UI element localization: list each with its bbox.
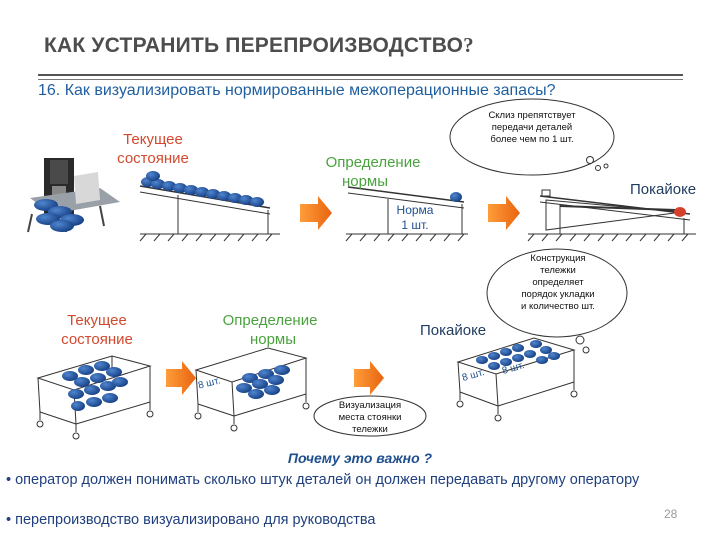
bottom-middle-cloud-text: Визуализация места стоянки тележки: [338, 400, 402, 435]
why-bullet-2: • перепроизводство визуализировано для р…: [6, 512, 376, 528]
cart-current: [36, 355, 154, 440]
part: [195, 187, 209, 197]
slide-title: КАК УСТРАНИТЬ ПЕРЕПРОИЗВОДСТВО?: [44, 33, 474, 57]
part: [450, 192, 462, 202]
part: [184, 185, 198, 195]
part: [173, 183, 187, 193]
slide-subtitle: 16. Как визуализировать нормированные ме…: [38, 82, 556, 99]
band-saw-machine-icon: [27, 158, 120, 233]
part: [674, 207, 686, 217]
top-norm-value: Норма 1 шт.: [396, 203, 434, 232]
top-current-state-label: Текущее состояние: [117, 131, 189, 167]
cart-norm-parts: [236, 365, 290, 399]
callout-cloud-bottom-middle: [313, 395, 427, 437]
bottom-current-state-label: Текущее состояние: [61, 312, 133, 348]
part: [146, 171, 160, 181]
part: [162, 181, 176, 191]
arrow-right-icon: [354, 361, 384, 395]
why-heading: Почему это важно ?: [287, 450, 433, 466]
arrow-right-icon: [300, 196, 332, 230]
part: [217, 191, 231, 201]
part: [239, 195, 253, 205]
top-norm-label: Определение нормы: [325, 154, 421, 190]
cart-pokayoke-parts: [476, 340, 560, 370]
top-pokayoke-label: Покайоке: [630, 181, 697, 198]
norm-rail: [345, 186, 468, 242]
page-number: 28: [664, 507, 678, 521]
part: [250, 197, 264, 207]
cart-current-parts: [62, 361, 128, 411]
cart-pokayoke: [456, 337, 578, 422]
arrow-right-icon: [488, 196, 520, 230]
bottom-right-cloud-text: Конструкция тележки определяет порядок у…: [521, 253, 595, 312]
title-rule-thin: [38, 79, 683, 80]
top-cloud-text: Склиз препятствует передачи деталей боле…: [488, 110, 576, 145]
why-bullet-1: • оператор должен понимать сколько штук …: [6, 472, 640, 488]
callout-cloud-top: [449, 98, 615, 176]
part: [228, 193, 242, 203]
part: [206, 189, 220, 199]
title-rule-thick: [38, 74, 683, 76]
bottom-pokayoke-label: Покайоке: [420, 322, 487, 339]
bottom-norm-label: Определение нормы: [222, 312, 318, 348]
callout-cloud-bottom-right: [486, 248, 628, 354]
pokayoke-chute: [527, 189, 696, 242]
parts-queue: [141, 171, 264, 207]
arrow-right-icon: [166, 361, 196, 395]
cart-norm: [194, 347, 310, 432]
part: [151, 179, 165, 189]
